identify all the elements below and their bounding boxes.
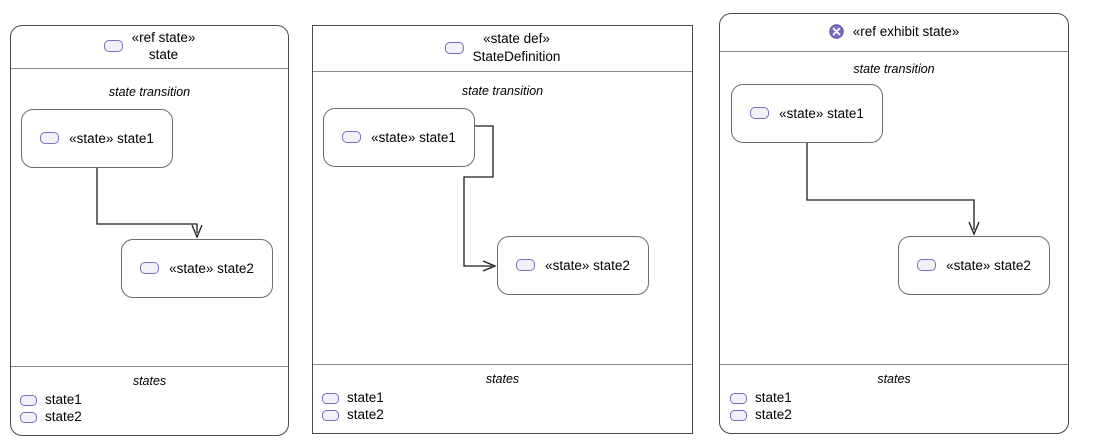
list-item[interactable]: state1 bbox=[322, 390, 384, 405]
states-feature-list: state1 state2 bbox=[20, 392, 82, 425]
state-box-state2[interactable]: «state» state2 bbox=[497, 236, 649, 295]
state-pill-icon bbox=[20, 411, 37, 423]
state-name: state2 bbox=[994, 257, 1031, 273]
state-name: state2 bbox=[217, 260, 254, 276]
list-item-label: state1 bbox=[755, 390, 792, 405]
compartment-divider bbox=[720, 364, 1068, 365]
panel-header: «ref exhibit state» bbox=[720, 14, 1068, 52]
list-item-label: state1 bbox=[347, 390, 384, 405]
list-item[interactable]: state2 bbox=[730, 407, 792, 423]
panel-title: «ref state» state bbox=[132, 29, 196, 64]
list-item[interactable]: state1 bbox=[730, 390, 792, 405]
list-item[interactable]: state2 bbox=[20, 409, 82, 425]
state-label: «state» state2 bbox=[946, 257, 1031, 275]
state-keyword: «state» bbox=[371, 129, 416, 145]
features-compartment-label: states bbox=[485, 372, 520, 386]
states-feature-list: state1 state2 bbox=[730, 390, 792, 423]
state-box-state2[interactable]: «state» state2 bbox=[121, 239, 273, 298]
list-item-label: state2 bbox=[755, 407, 792, 423]
states-feature-list: state1 state2 bbox=[322, 390, 384, 423]
panel-title-name: StateDefinition bbox=[472, 48, 561, 64]
state-pill-icon bbox=[40, 132, 60, 145]
state-name: state1 bbox=[117, 130, 154, 146]
exhibit-circle-x-icon bbox=[828, 24, 844, 39]
panel-ref-state[interactable]: «ref state» state state transition «stat… bbox=[10, 25, 289, 436]
state-box-state1[interactable]: «state» state1 bbox=[21, 109, 173, 168]
transition-compartment-label: state transition bbox=[461, 84, 544, 98]
panel-title-name: state bbox=[148, 47, 179, 62]
state-pill-icon bbox=[730, 392, 747, 404]
state-label: «state» state1 bbox=[69, 130, 154, 148]
state-pill-icon bbox=[444, 41, 464, 54]
panel-state-def[interactable]: «state def» StateDefinition state transi… bbox=[312, 25, 693, 434]
list-item[interactable]: state1 bbox=[20, 392, 82, 407]
state-pill-icon bbox=[140, 262, 160, 275]
state-keyword: «state» bbox=[169, 260, 214, 276]
panel-title-keyword: «ref state» bbox=[131, 29, 196, 45]
state-name: state2 bbox=[593, 257, 630, 273]
list-item-label: state1 bbox=[45, 392, 82, 407]
state-pill-icon bbox=[730, 409, 747, 421]
features-compartment-label: states bbox=[132, 374, 167, 388]
state-label: «state» state1 bbox=[371, 129, 456, 147]
list-item-label: state2 bbox=[347, 407, 384, 423]
state-keyword: «state» bbox=[69, 130, 114, 146]
state-label: «state» state1 bbox=[779, 105, 864, 123]
state-name: state1 bbox=[827, 105, 864, 121]
state-label: «state» state2 bbox=[169, 260, 254, 278]
panel-header: «ref state» state bbox=[11, 26, 288, 69]
state-keyword: «state» bbox=[946, 257, 991, 273]
features-compartment-label: states bbox=[877, 372, 911, 386]
state-pill-icon bbox=[322, 409, 339, 421]
panel-title-keyword: «ref exhibit state» bbox=[852, 23, 960, 39]
compartment-divider bbox=[313, 364, 692, 365]
state-keyword: «state» bbox=[779, 105, 824, 121]
state-keyword: «state» bbox=[545, 257, 590, 273]
state-box-state2[interactable]: «state» state2 bbox=[898, 236, 1050, 295]
state-box-state1[interactable]: «state» state1 bbox=[731, 84, 883, 143]
state-pill-icon bbox=[516, 259, 536, 272]
compartment-divider bbox=[11, 366, 288, 367]
state-pill-icon bbox=[322, 392, 339, 404]
state-pill-icon bbox=[103, 40, 123, 52]
state-pill-icon bbox=[20, 394, 37, 406]
panel-title: «state def» StateDefinition bbox=[473, 30, 561, 65]
panel-title-keyword: «state def» bbox=[483, 31, 550, 47]
transition-compartment-label: state transition bbox=[853, 62, 935, 76]
transition-connector-state1-state2 bbox=[806, 143, 980, 236]
state-pill-icon bbox=[750, 107, 770, 120]
state-name: state1 bbox=[419, 129, 456, 145]
state-pill-icon bbox=[917, 259, 937, 272]
list-item-label: state2 bbox=[45, 409, 82, 425]
panel-header: «state def» StateDefinition bbox=[313, 26, 692, 72]
panel-title: «ref exhibit state» bbox=[853, 23, 960, 40]
state-label: «state» state2 bbox=[545, 257, 630, 275]
panel-ref-exhibit-state[interactable]: «ref exhibit state» state transition «st… bbox=[719, 13, 1069, 434]
list-item[interactable]: state2 bbox=[322, 407, 384, 423]
transition-compartment-label: state transition bbox=[108, 85, 191, 99]
state-pill-icon bbox=[342, 131, 362, 144]
state-box-state1[interactable]: «state» state1 bbox=[323, 108, 475, 167]
